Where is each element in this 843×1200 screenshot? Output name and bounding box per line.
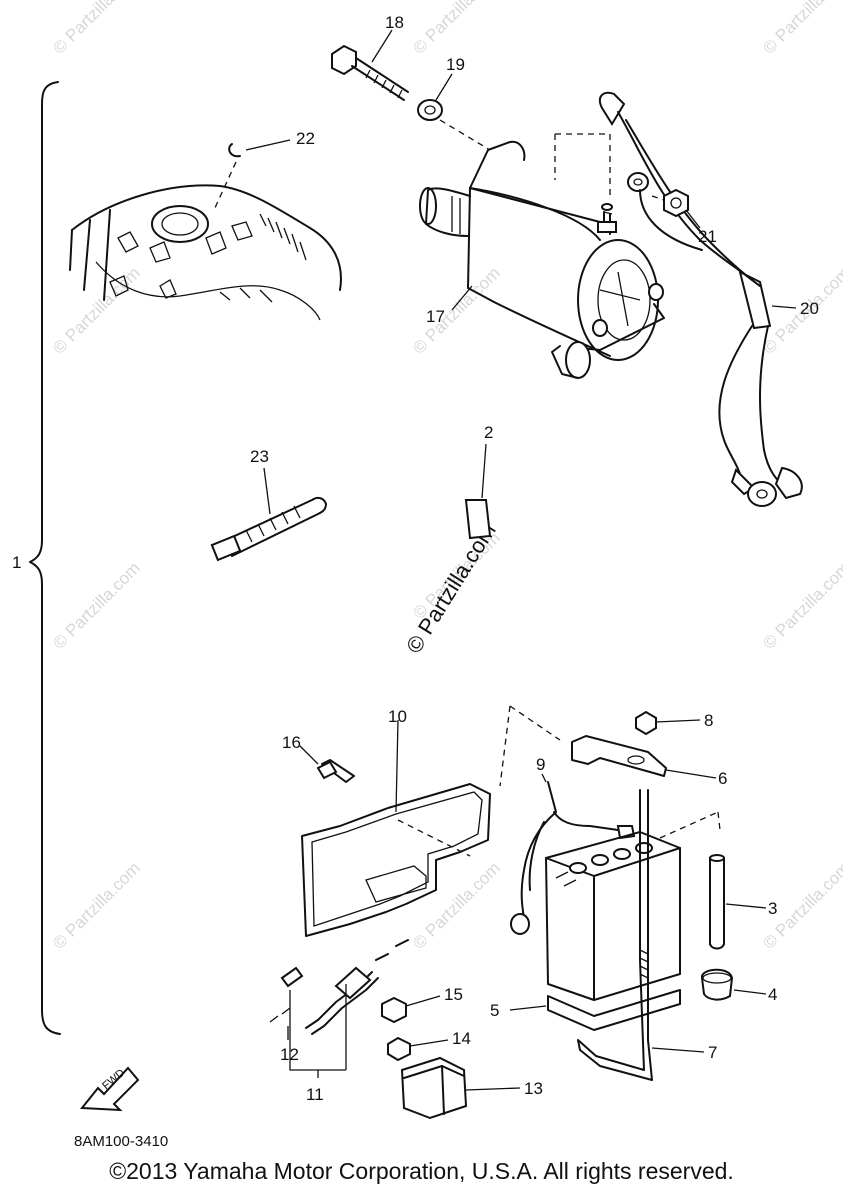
callout-18: 18 [385,13,404,32]
callout-20: 20 [800,299,819,318]
callout-9: 9 [536,755,545,774]
callout-19: 19 [446,55,465,74]
fuse-assembly-11: 11 12 [269,939,409,1104]
callout-3: 3 [768,899,777,918]
watermark: © Partzilla.com [49,558,143,652]
watermark: © Partzilla.com [49,263,143,357]
callout-13: 13 [524,1079,543,1098]
nut-15: 15 [381,985,463,1024]
engine-block: 22 [69,129,342,321]
callout-1: 1 [12,553,21,572]
nut-14: 14 [387,1029,471,1062]
battery-cover-10: 10 [301,705,561,937]
cover-13: 13 [400,1056,543,1120]
watermark: © Partzilla.com [759,558,843,652]
callout-2: 2 [484,423,493,442]
part-code: 8AM100-3410 [74,1133,168,1150]
callout-14: 14 [452,1029,471,1048]
callout-16: 16 [282,733,301,752]
watermark: © Partzilla.com [49,858,143,952]
starter-cable-20: 20 [598,91,819,507]
watermark: © Partzilla.com [759,0,843,58]
watermark: © Partzilla.com [49,0,143,58]
forward-arrow-icon: FWD [80,1066,140,1112]
callout-6: 6 [718,769,727,788]
watermark: © Partzilla.com [409,858,503,952]
callout-17: 17 [426,307,445,326]
starter-motor-17: 17 [419,133,665,379]
watermark: © Partzilla.com [409,0,503,58]
callout-8: 8 [704,711,713,730]
vent-tube-3: 3 [709,854,777,950]
hold-rod-7: 7 [577,789,717,1081]
callout-7: 7 [708,1043,717,1062]
bracket-6: 6 [571,735,727,788]
watermark: © Partzilla.com [409,263,503,357]
callout-12: 12 [280,1045,299,1064]
nut-8: 8 [635,710,713,736]
callout-4: 4 [768,985,777,1004]
battery [545,811,721,1001]
bolt-18: 18 [331,13,409,101]
callout-23: 23 [250,447,269,466]
battery-base-5: 5 [490,989,681,1031]
cable-tie-23: 23 [210,447,327,562]
callout-11: 11 [306,1085,324,1104]
copyright-footer: ©2013 Yamaha Motor Corporation, U.S.A. A… [109,1158,734,1184]
nut-21: 21 [651,188,717,246]
watermark-main: © Partzilla.com [401,519,501,658]
callout-15: 15 [444,985,463,1004]
cap-4: 4 [701,968,777,1004]
washer-19: 19 [417,55,465,121]
label-2: 2 [464,423,493,540]
watermark-pattern: © Partzilla.com © Partzilla.com © Partzi… [49,0,843,953]
callout-21: 21 [698,227,717,246]
assembly-brace: 1 [12,81,61,1035]
callout-10: 10 [388,707,407,726]
callout-5: 5 [490,1001,499,1020]
battery-cable-9: 9 [510,755,636,935]
callout-22: 22 [296,129,315,148]
fitting-16: 16 [282,733,355,783]
